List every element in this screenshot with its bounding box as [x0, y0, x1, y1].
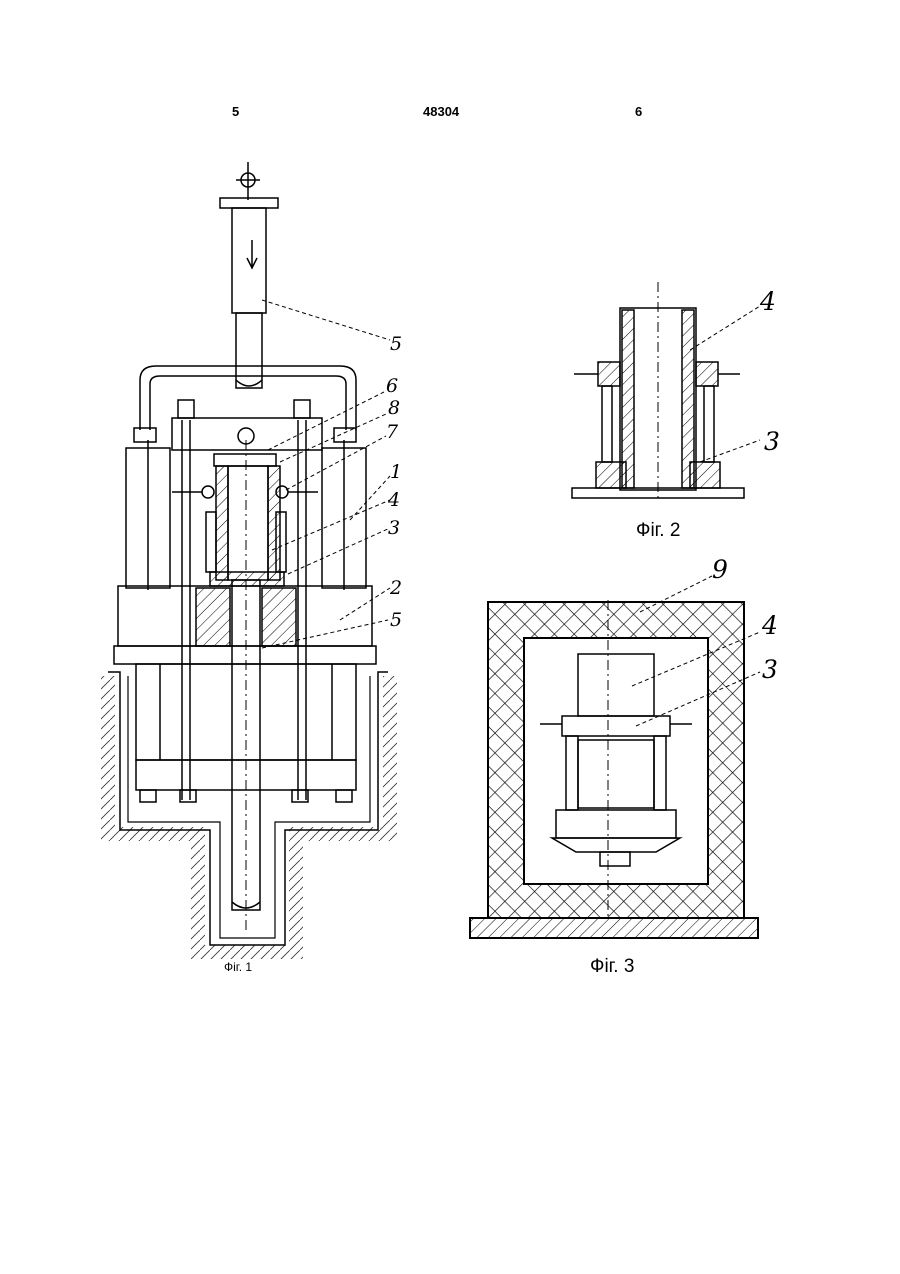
figure-1-caption: Фіг. 1 [224, 960, 252, 974]
figure-2-drawing [572, 282, 760, 498]
callout-7: 7 [386, 421, 399, 443]
figure-1-drawing [108, 162, 390, 952]
callout-4: 4 [761, 611, 778, 640]
callout-4: 4 [387, 489, 400, 511]
callout-3: 3 [764, 427, 780, 456]
figure-3-drawing [470, 576, 760, 938]
callout-9: 9 [712, 555, 728, 584]
figure-2-callouts: 4 3 [759, 287, 780, 456]
callout-1: 1 [390, 461, 402, 483]
callout-4: 4 [759, 287, 776, 316]
figure-3-caption: Фіг. 3 [590, 956, 634, 978]
callout-5-bottom: 5 [390, 609, 402, 631]
callout-8: 8 [388, 397, 400, 419]
figure-2-caption: Фіг. 2 [636, 520, 680, 542]
callout-3: 3 [762, 655, 778, 684]
callout-3: 3 [388, 517, 400, 539]
callout-6: 6 [386, 375, 398, 397]
figure-1-callouts: 5 6 8 7 1 4 3 2 5 [386, 333, 402, 631]
callout-5-top: 5 [390, 333, 402, 355]
callout-2: 2 [389, 577, 402, 599]
